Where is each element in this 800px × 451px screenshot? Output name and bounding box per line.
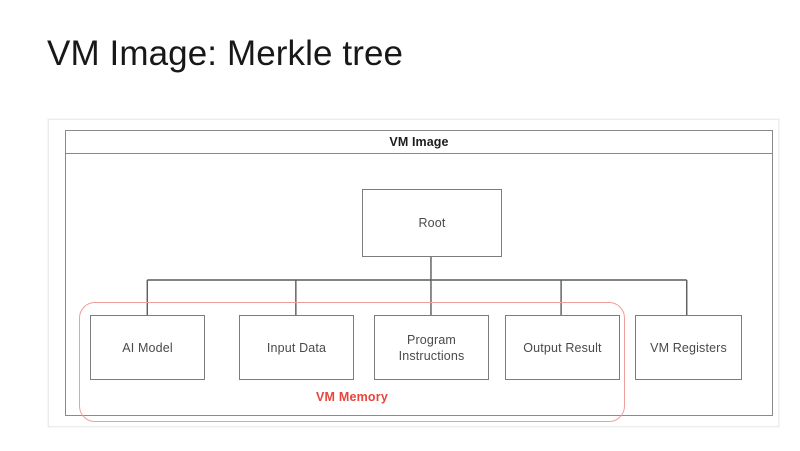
node-ai-model-label: AI Model	[122, 340, 173, 355]
vm-image-header: VM Image	[66, 131, 772, 154]
node-vm-registers-label: VM Registers	[650, 340, 727, 355]
vm-image-panel: VM Image VM Memory Root	[65, 130, 773, 422]
node-vm-registers[interactable]: VM Registers	[635, 315, 742, 380]
node-program-instructions-label: Program Instructions	[398, 332, 465, 363]
node-output-result-label: Output Result	[523, 340, 602, 355]
node-input-data-label: Input Data	[266, 340, 327, 355]
node-root[interactable]: Root	[362, 189, 502, 257]
node-ai-model[interactable]: AI Model	[90, 315, 205, 380]
vm-memory-group-outline	[79, 302, 625, 422]
page-title: VM Image: Merkle tree	[47, 34, 404, 73]
node-root-label: Root	[418, 216, 446, 230]
node-input-data[interactable]: Input Data	[239, 315, 354, 380]
node-program-instructions[interactable]: Program Instructions	[374, 315, 489, 380]
vm-memory-label: VM Memory	[316, 390, 388, 404]
diagram-frame: VM Image VM Memory Root	[48, 119, 779, 427]
merkle-tree-canvas: VM Memory Root AI Model Input Data Progr…	[66, 154, 772, 422]
vm-image-header-label: VM Image	[389, 135, 449, 149]
node-output-result[interactable]: Output Result	[505, 315, 620, 380]
